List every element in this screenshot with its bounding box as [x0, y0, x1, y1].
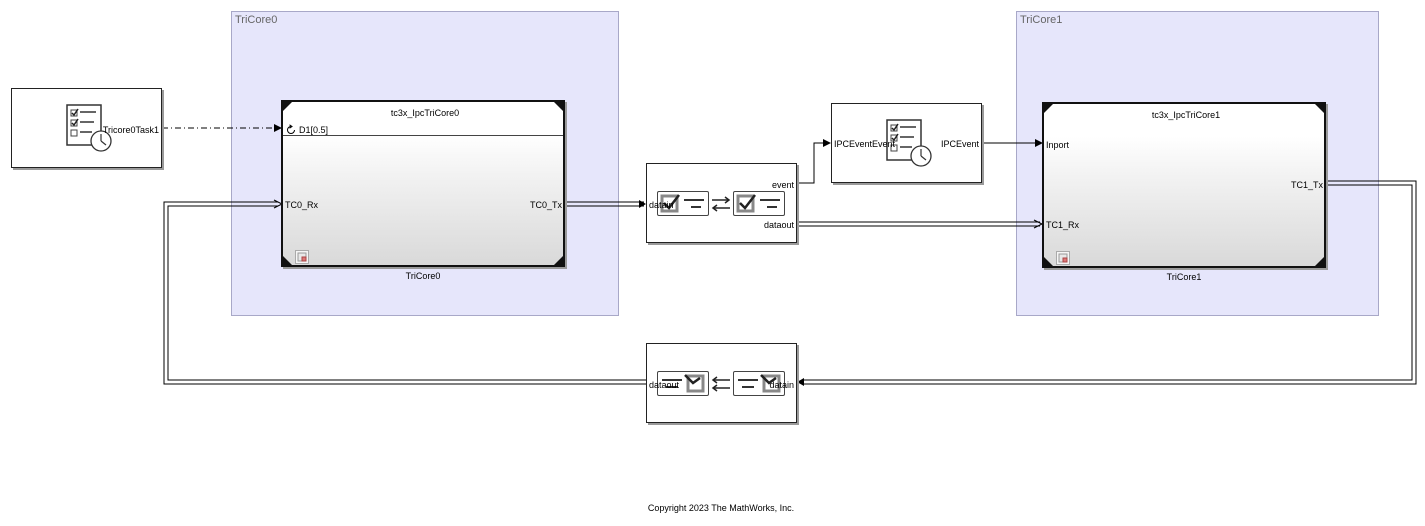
- subsystem-tricore0-title: tc3x_IpcTriCore0: [390, 108, 460, 118]
- task-port-label: Tricore0Task1: [102, 125, 159, 135]
- model-reference-icon: [1056, 251, 1070, 265]
- tc0-tx-port: TC0_Tx: [529, 200, 562, 210]
- send-dataout-port: dataout: [763, 220, 794, 230]
- model-reference-icon: [295, 250, 309, 264]
- trigger-icon: [287, 124, 295, 134]
- ipc-send-block[interactable]: datain event dataout: [646, 163, 797, 243]
- uncheck-icon: [662, 374, 705, 393]
- send-datain-port: datain: [649, 200, 674, 210]
- checklist-icon: [736, 194, 780, 213]
- tc1-tx-port: TC1_Tx: [1290, 180, 1323, 190]
- exchange-arrows-icon: [711, 376, 730, 392]
- task-clock-icon: [886, 119, 932, 167]
- subsystem-tricore1-caption: TriCore1: [1166, 272, 1202, 282]
- send-left-mini: [657, 191, 709, 216]
- subsystem-tricore0[interactable]: tc3x_IpcTriCore0 D1[0.5] TC0_Rx TC0_Tx: [281, 100, 565, 267]
- task-clock-icon: [66, 104, 112, 152]
- ipc-event-block[interactable]: IPCEventEvent IPCEvent: [831, 103, 982, 183]
- subsystem-tricore0-header: [283, 102, 563, 136]
- receive-dataout-port: dataout: [649, 380, 680, 390]
- ipc-receive-block[interactable]: dataout datain: [646, 343, 797, 423]
- tricore0-area-label: TriCore0: [235, 14, 278, 26]
- bus-send-to-tc1rx[interactable]: [797, 219, 1044, 229]
- inport-port: Inport: [1046, 140, 1070, 150]
- trigger-port-label: D1[0.5]: [299, 125, 329, 135]
- send-right-mini: [733, 191, 785, 216]
- receive-datain-port: datain: [769, 380, 794, 390]
- exchange-arrows-icon: [711, 196, 731, 212]
- subsystem-tricore0-corners: [283, 102, 563, 265]
- ipc-event-out-port: IPCEvent: [940, 139, 979, 149]
- subsystem-tricore1-header: [1044, 104, 1324, 124]
- receive-left-mini: [657, 371, 709, 396]
- tc0-rx-port: TC0_Rx: [285, 200, 319, 210]
- checklist-icon: [660, 194, 704, 213]
- ipc-event-in-port: IPCEventEvent: [834, 139, 896, 149]
- tc1-rx-port: TC1_Rx: [1046, 220, 1080, 230]
- bus-tc0tx-to-send[interactable]: [566, 200, 646, 208]
- uncheck-icon: [738, 374, 781, 393]
- copyright-text: Copyright 2023 The MathWorks, Inc.: [647, 503, 795, 513]
- subsystem-tricore0-caption: TriCore0: [405, 271, 441, 281]
- subsystem-tricore1-title: tc3x_IpcTriCore1: [1151, 110, 1221, 120]
- event-line[interactable]: [797, 139, 831, 184]
- tricore1-area-label: TriCore1: [1020, 14, 1063, 26]
- subsystem-tricore1[interactable]: tc3x_IpcTriCore1 Inport TC1_Rx TC1_Tx: [1042, 102, 1326, 268]
- subsystem-tricore1-corners: [1044, 104, 1324, 266]
- receive-right-mini: [733, 371, 785, 396]
- send-event-port: event: [771, 180, 794, 190]
- bus-tc1tx-to-receive[interactable]: [797, 180, 1417, 386]
- task-block[interactable]: Tricore0Task1: [11, 88, 162, 168]
